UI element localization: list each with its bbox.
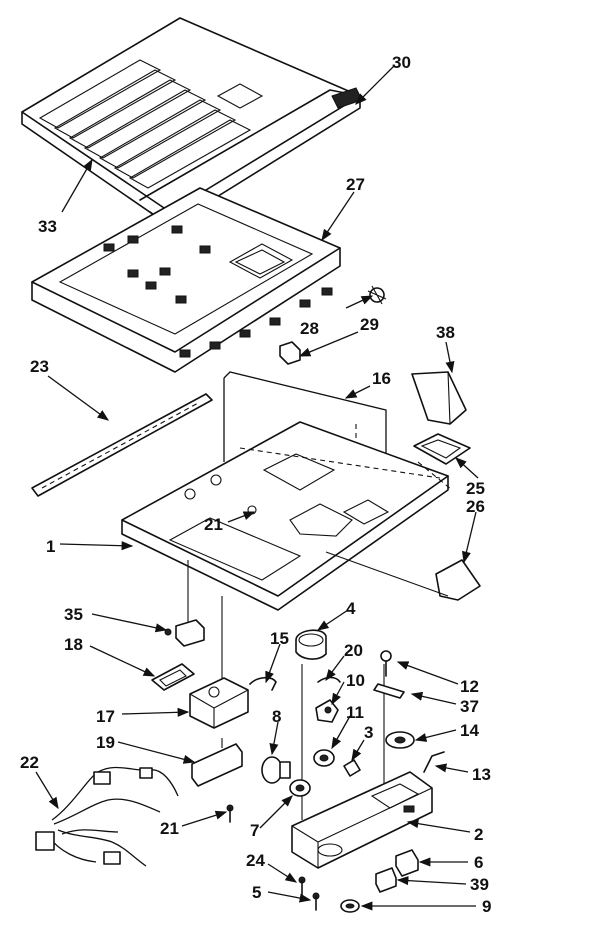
- label-16: 16: [372, 369, 391, 388]
- label-33: 33: [38, 217, 57, 236]
- part-2-control-box: [291, 771, 433, 869]
- label-21-upper: 21: [204, 515, 223, 534]
- part-11-damper: [313, 749, 335, 767]
- label-10: 10: [346, 671, 365, 690]
- part-7-socket: [289, 779, 311, 797]
- label-23: 23: [30, 357, 49, 376]
- label-6: 6: [474, 853, 483, 872]
- part-29-block: [279, 341, 301, 365]
- label-39: 39: [470, 875, 489, 894]
- label-14: 14: [460, 721, 479, 740]
- label-4: 4: [346, 599, 356, 618]
- part-39-connector: [375, 867, 397, 893]
- part-12-screw: [380, 650, 392, 677]
- part-8-bulb: [261, 756, 291, 784]
- label-3: 3: [364, 723, 373, 742]
- label-19: 19: [96, 733, 115, 752]
- label-11: 11: [346, 703, 364, 722]
- label-26: 26: [466, 497, 485, 516]
- label-37: 37: [460, 697, 479, 716]
- part-20-spring: [317, 676, 341, 683]
- part-23-rail: [31, 393, 213, 497]
- label-35: 35: [64, 605, 83, 624]
- part-9-grommet: [340, 899, 360, 913]
- label-22: 22: [20, 753, 39, 772]
- label-25: 25: [466, 479, 485, 498]
- part-19-bracket: [191, 738, 243, 787]
- label-5: 5: [252, 883, 261, 902]
- part-13-rod: [423, 751, 445, 773]
- leader-lines: [35, 65, 479, 911]
- label-38: 38: [436, 323, 455, 342]
- label-7: 7: [250, 821, 259, 840]
- part-27-shelf-frame: [31, 187, 341, 373]
- label-30: 30: [392, 53, 411, 72]
- part-18-frame: [151, 663, 195, 691]
- part-1-base-plate: [121, 421, 453, 611]
- label-17: 17: [96, 707, 115, 726]
- label-18: 18: [64, 635, 83, 654]
- part-6-connector: [395, 849, 419, 877]
- label-8: 8: [272, 707, 281, 726]
- guide-line-26: [325, 551, 449, 597]
- label-27: 27: [346, 175, 365, 194]
- part-28-clip: [367, 285, 387, 305]
- label-13: 13: [472, 765, 491, 784]
- label-29: 29: [360, 315, 379, 334]
- part-25-gasket: [413, 433, 471, 465]
- part-38-chute: [411, 371, 467, 425]
- label-20: 20: [344, 641, 363, 660]
- label-2: 2: [474, 825, 483, 844]
- label-12: 12: [460, 677, 479, 696]
- part-14-pulley: [385, 731, 415, 749]
- part-17-housing: [189, 677, 249, 729]
- part-37-strip: [373, 683, 405, 699]
- label-9: 9: [482, 897, 491, 916]
- part-24-screw: [298, 876, 306, 897]
- part-3-clip: [343, 759, 361, 777]
- part-35-sensor: [164, 619, 205, 647]
- part-21-screw-lower: [226, 804, 234, 823]
- part-10-switch: [315, 699, 339, 723]
- part-5-screw: [312, 892, 320, 911]
- label-1: 1: [46, 537, 55, 556]
- label-24: 24: [246, 851, 265, 870]
- part-22-wiring-harness: [35, 766, 179, 867]
- label-28: 28: [300, 319, 319, 338]
- part-15-wire-clip: [249, 676, 277, 691]
- callout-labels: 30 33 27 28 29 38 23 16 25 26 21 1 35 4 …: [20, 53, 491, 916]
- label-21-lower: 21: [160, 819, 179, 838]
- part-4-knob: [295, 629, 327, 660]
- label-15: 15: [270, 629, 289, 648]
